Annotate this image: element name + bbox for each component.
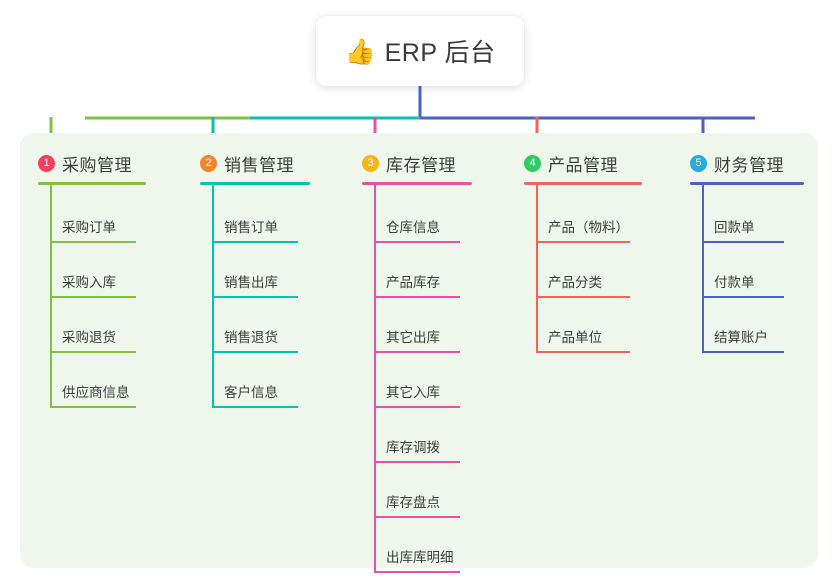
branch-leaf-item[interactable]: 产品单位 xyxy=(536,329,630,353)
branch-leaf-item[interactable]: 销售订单 xyxy=(212,219,298,243)
leaf-underline xyxy=(212,241,298,243)
leaf-label: 库存盘点 xyxy=(386,495,440,510)
leaf-label: 产品单位 xyxy=(548,330,602,345)
leaf-underline xyxy=(536,296,630,298)
leaf-underline xyxy=(374,241,460,243)
leaf-label: 采购退货 xyxy=(62,330,116,345)
leaf-label: 其它入库 xyxy=(386,385,440,400)
leaf-label: 供应商信息 xyxy=(62,385,130,400)
leaf-label: 销售出库 xyxy=(224,275,278,290)
leaf-underline xyxy=(212,351,298,353)
branch-leaf-item[interactable]: 库存盘点 xyxy=(374,494,460,518)
branch-header[interactable]: 4 产品管理 xyxy=(524,151,642,175)
branch-header[interactable]: 3 库存管理 xyxy=(362,151,472,175)
leaf-label: 销售订单 xyxy=(224,220,278,235)
root-title: ERP 后台 xyxy=(384,39,496,67)
branch-leaf-item[interactable]: 产品库存 xyxy=(374,274,460,298)
leaf-underline xyxy=(702,296,784,298)
branch-leaf-item[interactable]: 采购退货 xyxy=(50,329,136,353)
branch-leaf-item[interactable]: 采购订单 xyxy=(50,219,136,243)
branch-underline xyxy=(38,182,146,185)
leaf-label: 产品库存 xyxy=(386,275,440,290)
leaf-underline xyxy=(374,351,460,353)
leaf-label: 销售退货 xyxy=(224,330,278,345)
leaf-underline xyxy=(212,296,298,298)
branch-leaf-item[interactable]: 其它入库 xyxy=(374,384,460,408)
leaf-label: 付款单 xyxy=(714,275,755,290)
branch-underline xyxy=(362,182,472,185)
branch-header[interactable]: 5 财务管理 xyxy=(690,151,804,175)
branch-leaf-item[interactable]: 回款单 xyxy=(702,219,784,243)
leaf-underline xyxy=(702,241,784,243)
leaf-underline xyxy=(374,406,460,408)
branch-number-badge: 3 xyxy=(362,154,379,172)
leaf-underline xyxy=(50,351,136,353)
branch-leaf-item[interactable]: 产品（物料） xyxy=(536,219,630,243)
branch-leaf-item[interactable]: 客户信息 xyxy=(212,384,298,408)
root-node[interactable]: 👍 ERP 后台 xyxy=(316,16,524,86)
leaf-label: 仓库信息 xyxy=(386,220,440,235)
leaf-underline xyxy=(50,296,136,298)
branch-number-badge: 2 xyxy=(200,154,217,172)
leaf-label: 采购入库 xyxy=(62,275,116,290)
branch-leaf-item[interactable]: 销售退货 xyxy=(212,329,298,353)
branch-leaf-item[interactable]: 出库库明细 xyxy=(374,549,460,573)
branch-title: 库存管理 xyxy=(386,155,456,175)
branch-header[interactable]: 1 采购管理 xyxy=(38,151,146,175)
leaf-underline xyxy=(374,516,460,518)
branch-trunk-line xyxy=(536,185,538,352)
branch-leaf-item[interactable]: 付款单 xyxy=(702,274,784,298)
leaf-label: 出库库明细 xyxy=(386,550,454,565)
branch-header[interactable]: 2 销售管理 xyxy=(200,151,310,175)
leaf-underline xyxy=(50,406,136,408)
branch-title: 财务管理 xyxy=(714,155,784,175)
leaf-label: 结算账户 xyxy=(714,330,768,345)
branch-underline xyxy=(200,182,310,185)
mindmap-branch: 2 销售管理销售订单销售出库销售退货客户信息 xyxy=(200,151,310,408)
branch-leaf-item[interactable]: 供应商信息 xyxy=(50,384,136,408)
branch-underline xyxy=(524,182,642,185)
branch-leaf-item[interactable]: 结算账户 xyxy=(702,329,784,353)
leaf-underline xyxy=(212,406,298,408)
leaf-label: 回款单 xyxy=(714,220,755,235)
leaf-label: 采购订单 xyxy=(62,220,116,235)
leaf-label: 客户信息 xyxy=(224,385,278,400)
branch-leaf-item[interactable]: 其它出库 xyxy=(374,329,460,353)
mindmap-branch: 3 库存管理仓库信息产品库存其它出库其它入库库存调拨库存盘点出库库明细 xyxy=(362,151,472,573)
leaf-label: 产品（物料） xyxy=(548,220,629,235)
branch-leaf-item[interactable]: 产品分类 xyxy=(536,274,630,298)
branch-leaf-item[interactable]: 采购入库 xyxy=(50,274,136,298)
leaf-underline xyxy=(374,296,460,298)
branch-number-badge: 1 xyxy=(38,154,55,172)
branch-title: 采购管理 xyxy=(62,155,132,175)
leaf-label: 其它出库 xyxy=(386,330,440,345)
leaf-underline xyxy=(374,461,460,463)
leaf-underline xyxy=(50,241,136,243)
mindmap-branch: 4 产品管理产品（物料） 产品分类产品单位 xyxy=(524,151,642,353)
branch-number-badge: 5 xyxy=(690,154,707,172)
leaf-underline xyxy=(536,351,630,353)
thumbs-up-icon: 👍 xyxy=(344,36,376,66)
mindmap-panel: 1 采购管理采购订单采购入库采购退货供应商信息 2 销售管理销售订单销售出库销售退货客… xyxy=(20,133,818,573)
branch-title: 产品管理 xyxy=(548,155,618,175)
mindmap-branch: 1 采购管理采购订单采购入库采购退货供应商信息 xyxy=(38,151,146,408)
leaf-label: 产品分类 xyxy=(548,275,602,290)
branch-title: 销售管理 xyxy=(224,155,294,175)
branch-leaf-item[interactable]: 销售出库 xyxy=(212,274,298,298)
leaf-underline xyxy=(374,571,460,573)
leaf-underline xyxy=(536,241,630,243)
branch-leaf-item[interactable]: 库存调拨 xyxy=(374,439,460,463)
leaf-underline xyxy=(702,351,784,353)
branch-number-badge: 4 xyxy=(524,154,541,172)
branch-underline xyxy=(690,182,804,185)
branch-trunk-line xyxy=(374,185,376,572)
leaf-label: 库存调拨 xyxy=(386,440,440,455)
branch-trunk-line xyxy=(702,185,704,352)
branch-leaf-item[interactable]: 仓库信息 xyxy=(374,219,460,243)
mindmap-branch: 5 财务管理回款单付款单结算账户 xyxy=(690,151,804,353)
